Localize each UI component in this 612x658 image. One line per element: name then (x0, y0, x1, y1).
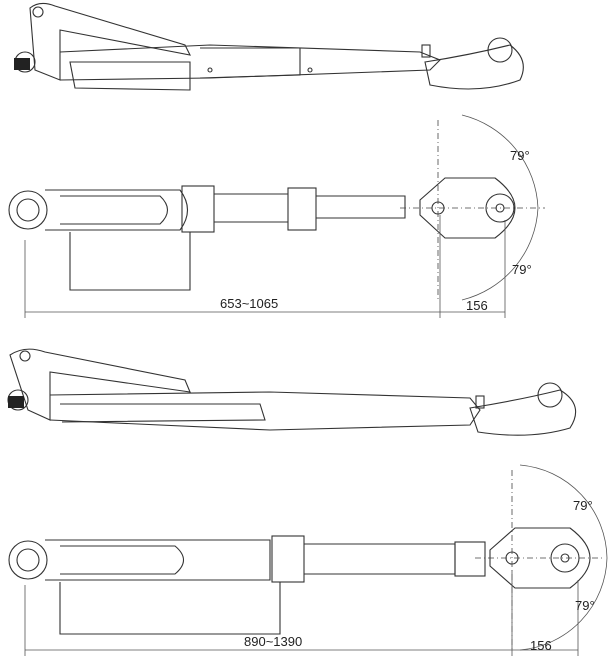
length-range-label-1: 653~1065 (220, 296, 279, 311)
angle-label-top-1: 79° (510, 148, 530, 163)
angle-label-top-2: 79° (573, 498, 593, 513)
length-range-label-2: 890~1390 (244, 634, 303, 649)
head-offset-label-2: 156 (530, 638, 552, 653)
side-view-long (7, 348, 577, 436)
head-offset-label-1: 156 (466, 298, 488, 313)
side-view-short (14, 2, 524, 91)
angle-label-bottom-2: 79° (575, 598, 595, 613)
top-view-short (8, 114, 545, 318)
top-view-long (8, 464, 608, 656)
angle-label-bottom-1: 79° (512, 262, 532, 277)
